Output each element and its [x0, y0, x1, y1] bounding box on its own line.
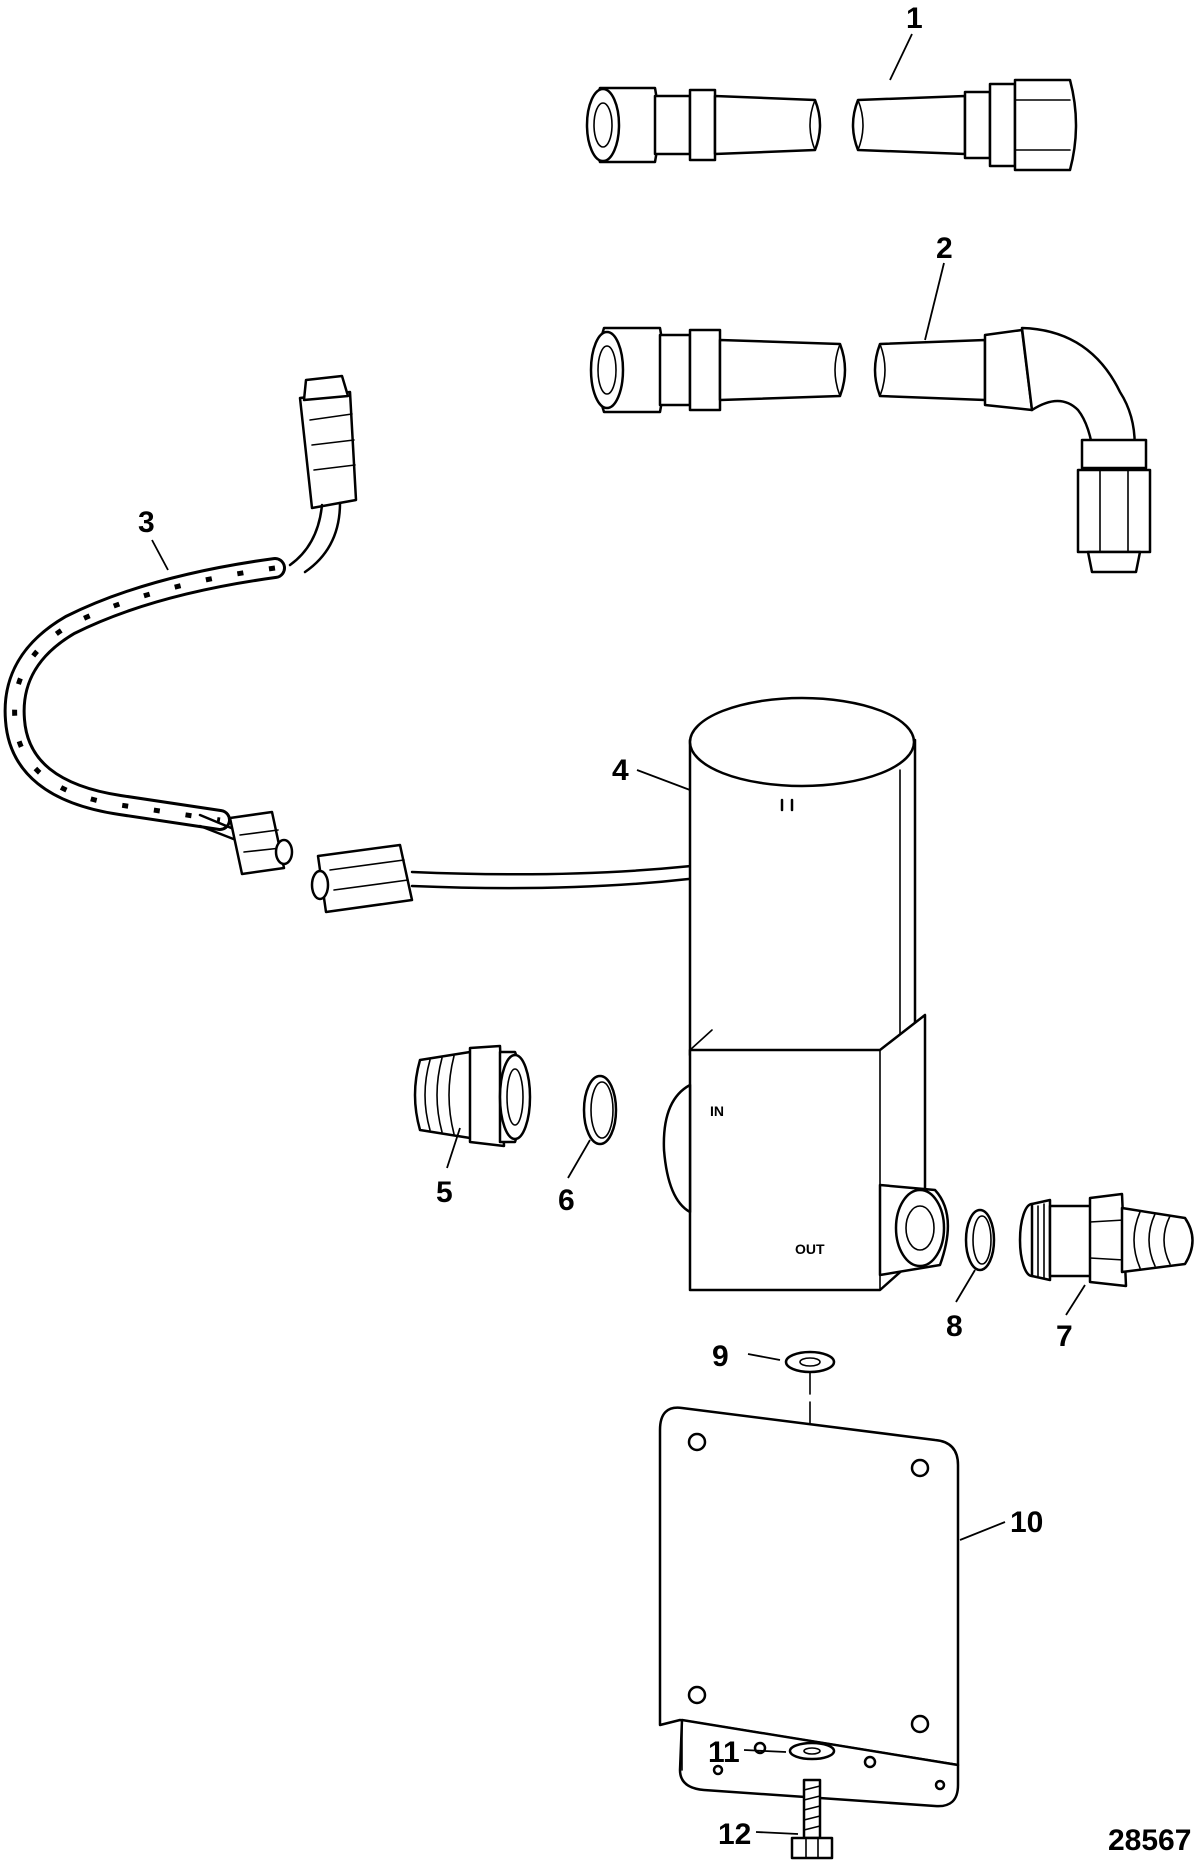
callout-8: 8 — [946, 1310, 963, 1343]
callout-10: 10 — [1010, 1506, 1043, 1539]
callout-9: 9 — [712, 1340, 729, 1373]
out-marking: OUT — [795, 1241, 825, 1257]
callout-3: 3 — [138, 506, 155, 539]
callout-leaders — [151, 33, 1086, 1835]
part-9-washer[interactable] — [784, 1350, 836, 1374]
callout-12: 12 — [718, 1818, 751, 1851]
callout-1: 1 — [906, 2, 923, 35]
part-6-o-ring[interactable] — [582, 1074, 618, 1146]
callout-2: 2 — [936, 232, 953, 265]
part-4-solenoid-valve[interactable]: IN OUT — [662, 696, 950, 1292]
callout-11: 11 — [708, 1736, 740, 1769]
in-marking: IN — [710, 1103, 724, 1119]
part-5-inlet-fitting[interactable] — [413, 1044, 532, 1148]
part-7-outlet-fitting[interactable] — [1018, 1192, 1194, 1288]
part-3-wire-harness[interactable] — [3, 374, 795, 914]
callout-6: 6 — [558, 1184, 575, 1217]
part-8-o-ring[interactable] — [964, 1208, 996, 1272]
part-12-screw[interactable] — [790, 1778, 834, 1860]
part-1-straight-hose[interactable] — [585, 78, 1078, 172]
part-11-washer[interactable] — [788, 1741, 836, 1761]
callout-4: 4 — [612, 754, 629, 787]
callout-7: 7 — [1056, 1320, 1073, 1353]
part-10-mounting-bracket[interactable] — [658, 1406, 960, 1808]
drawing-number: 28567 — [1108, 1824, 1191, 1857]
callout-labels: 1 2 3 4 5 6 7 8 9 10 11 12 — [138, 2, 1073, 1851]
callout-5: 5 — [436, 1176, 453, 1209]
part-2-elbow-hose[interactable] — [589, 326, 1152, 574]
